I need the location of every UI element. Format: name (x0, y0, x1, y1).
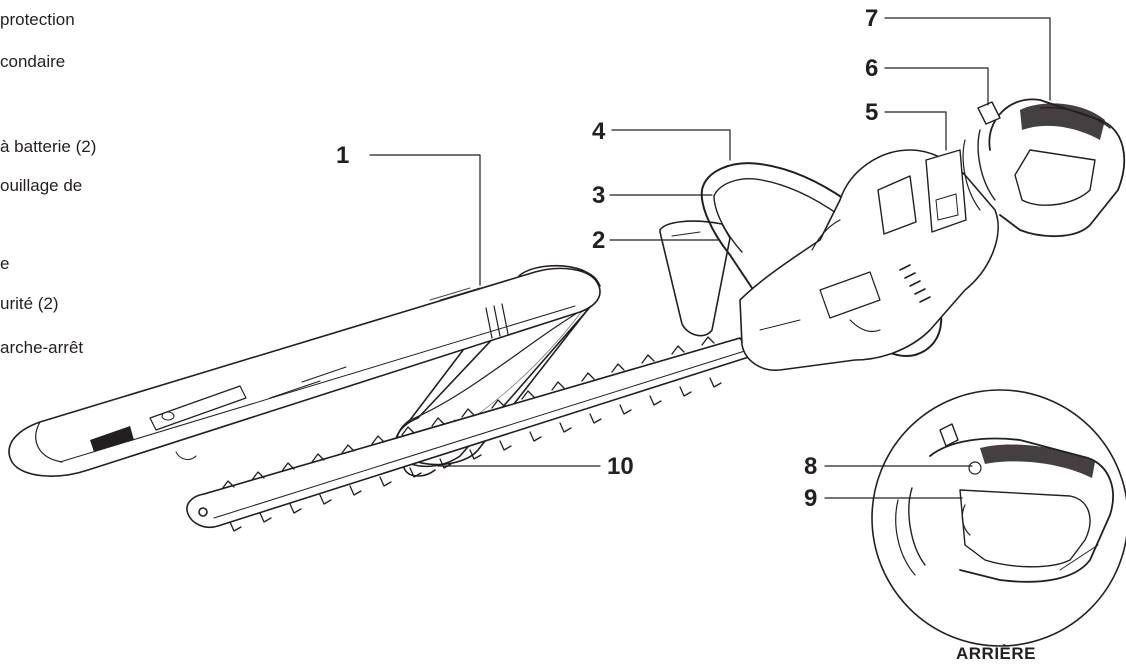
hedge-trimmer-illustration (659, 98, 1126, 371)
callout-1: 1 (336, 142, 350, 169)
legend-item-batterie: à batterie (2) (0, 137, 97, 156)
legend-item-e: e (0, 254, 10, 273)
callout-9: 9 (804, 485, 818, 512)
leader-line-7 (884, 17, 1051, 101)
callout-5: 5 (865, 99, 879, 126)
callout-6: 6 (865, 55, 879, 82)
detail-view-label: ARRIÈRE (956, 644, 1037, 663)
callout-10: 10 (607, 453, 634, 480)
legend-item-secondaire: condaire (0, 52, 66, 71)
leader-line-1 (369, 154, 481, 286)
leader-line-5 (884, 111, 947, 151)
leader-line-4 (611, 129, 731, 161)
callout-4: 4 (592, 118, 606, 145)
legend-item-securite: urité (2) (0, 294, 59, 313)
legend-item-protection: protection (0, 10, 75, 29)
leader-line-6 (884, 67, 989, 106)
callout-8: 8 (804, 453, 818, 480)
callout-7: 7 (865, 5, 879, 32)
cutting-blade-illustration (186, 336, 753, 532)
callout-3: 3 (592, 182, 606, 209)
callout-2: 2 (592, 227, 606, 254)
leader-lines (369, 17, 1051, 499)
legend-item-marche-arret: arche-arrêt (0, 338, 84, 357)
sheath-outline-illustration (8, 267, 601, 477)
rear-handle-detail-illustration (871, 389, 1126, 647)
legend-item-verrouillage: ouillage de (0, 176, 83, 195)
